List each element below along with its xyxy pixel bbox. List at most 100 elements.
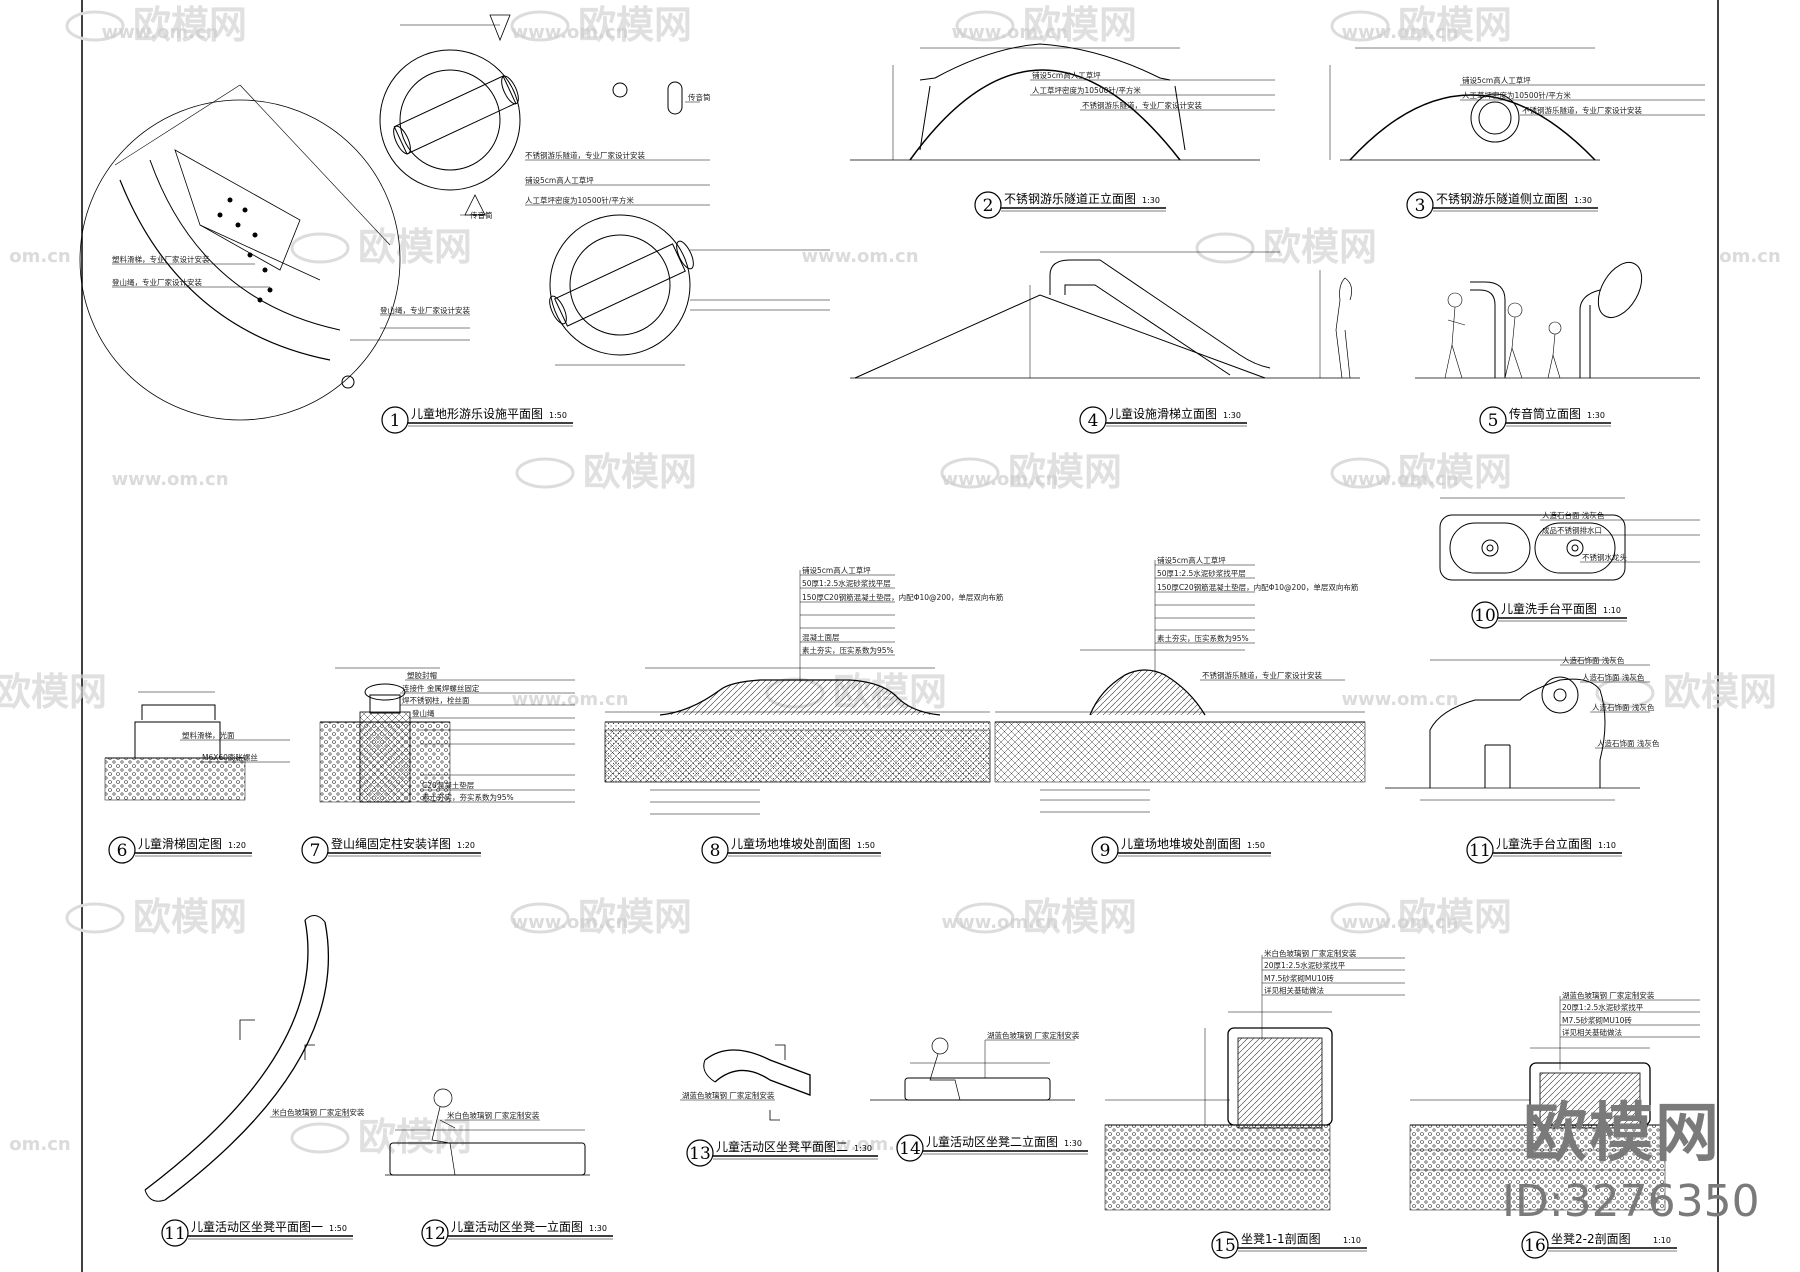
title-scale: 1:30	[1142, 196, 1160, 205]
watermark-brand: 欧模网	[1263, 225, 1377, 269]
title-number-circle	[1211, 1231, 1239, 1259]
drawing-5-talking-tube	[1415, 262, 1700, 379]
title-number-circle	[701, 836, 729, 864]
callout-note: 米白色玻璃钢 厂家定制安装	[1264, 948, 1357, 958]
callout-note: 人造石饰面 浅灰色	[1592, 702, 1655, 712]
title-number: 12	[424, 1224, 446, 1244]
callout-note: 成品不锈钢排水口	[1542, 525, 1602, 535]
callout-note: M7.5砂浆砌MU10砖	[1562, 1015, 1632, 1025]
callout-note: M7.5砂浆砌MU10砖	[1264, 973, 1334, 983]
callout-note: 人工草坪密度为10500针/平方米	[1032, 85, 1141, 95]
callout-note: 湖蓝色玻璃钢 厂家定制安装	[682, 1090, 775, 1100]
callout-note: 混凝土面层	[802, 632, 840, 642]
title-number-circle	[421, 1219, 449, 1247]
watermark-url: www.om.cn	[941, 912, 1058, 933]
callout-note: 150厚C20钢筋混凝土垫层，内配Φ10@200，单层双向布筋	[1157, 582, 1359, 592]
drawing-2-tunnel-front	[850, 43, 1275, 161]
drawing-9-mound-section	[994, 560, 1366, 813]
title-number-circle	[1471, 601, 1499, 629]
drawing-12-bench-elevation	[385, 1088, 590, 1176]
watermark-brand: 欧模网	[578, 3, 692, 47]
title-scale: 1:10	[1343, 1236, 1361, 1245]
title-text: 坐凳1-1剖面图	[1241, 1231, 1321, 1246]
watermark-url: www.om.cn	[801, 1134, 918, 1155]
callout-note: 人工草坪密度为10500针/平方米	[1462, 90, 1571, 100]
watermark-logo-icon	[1595, 677, 1655, 709]
watermark-logo-icon	[510, 902, 570, 934]
watermark-logo-icon	[955, 902, 1015, 934]
title-number-circle	[301, 836, 329, 864]
drawing-16-section	[1409, 996, 1700, 1211]
title-text: 儿童滑梯固定图	[138, 836, 222, 851]
title-number-circle	[381, 406, 409, 434]
callout-note: 登山绳，专业厂家设计安装	[112, 277, 202, 287]
callout-note: 传音筒	[470, 210, 493, 220]
callout-note: 素土夯实，夯实系数为95%	[422, 792, 514, 802]
watermark-logo-icon	[940, 457, 1000, 489]
watermark-logo-icon	[290, 1122, 350, 1154]
brand-id: ID:3276350	[1502, 1176, 1760, 1227]
title-number: 2	[983, 196, 994, 216]
title-number-circle	[1479, 406, 1507, 434]
callout-note: 人工草坪密度为10500针/平方米	[525, 195, 634, 205]
drawing-13-bench-plan	[680, 1044, 811, 1121]
drawing-3-tunnel-side	[1329, 47, 1705, 161]
callout-note: 50厚1:2.5水泥砂浆找平层	[802, 578, 891, 588]
watermark-url: www.om.cn	[1341, 22, 1458, 43]
callout-note: 铺设5cm高人工草坪	[802, 565, 871, 575]
title-number-circle	[1079, 406, 1107, 434]
callout-note: 焊不锈钢柱，栓丝面	[402, 695, 470, 705]
callout-note: 人造石饰面 浅灰色	[1597, 738, 1660, 748]
title-text: 儿童场地堆坡处剖面图	[731, 836, 851, 851]
title-scale: 1:50	[329, 1224, 347, 1233]
watermark-logo-icon	[510, 10, 570, 42]
drawing-11b-bench-plan	[144, 915, 350, 1202]
title-text: 不锈钢游乐隧道正立面图	[1004, 191, 1136, 206]
watermark-brand: 欧模网	[0, 670, 107, 714]
callout-note: 湖蓝色玻璃钢 厂家定制安装	[1562, 990, 1655, 1000]
title-scale: 1:10	[1653, 1236, 1671, 1245]
title-number: 1	[390, 411, 401, 431]
title-number-circle	[896, 1134, 924, 1162]
watermark-logo-icon	[290, 232, 350, 264]
title-scale: 1:50	[1247, 841, 1265, 850]
title-text: 登山绳固定柱安装详图	[331, 836, 451, 851]
callout-note: 人造石台面 浅灰色	[1542, 510, 1605, 520]
watermark-url: www.om.cn	[511, 22, 628, 43]
callout-note: 详见相关基础做法	[1264, 985, 1324, 995]
notes-d3: 铺设5cm高人工草坪人工草坪密度为10500针/平方米不锈钢游乐隧道，专业厂家设…	[1462, 75, 1642, 115]
callout-note: 铺设5cm高人工草坪	[1157, 555, 1226, 565]
callout-note: 登山绳，专业厂家设计安装	[380, 305, 470, 315]
title-text: 儿童活动区坐凳平面图二	[716, 1139, 848, 1154]
title-number: 11	[164, 1224, 186, 1244]
notes-d11b: 米白色玻璃钢 厂家定制安装	[272, 1107, 365, 1117]
drawing-4-slide-elevation	[850, 251, 1360, 379]
watermark-url: www.om.cn	[101, 22, 218, 43]
title-number-circle	[1091, 836, 1119, 864]
callout-note: 塑料滑梯，光面	[182, 730, 235, 740]
watermark-brand: 欧模网	[1023, 895, 1137, 939]
watermark-url: www.om.cn	[1341, 689, 1458, 710]
brand-badge: 欧模网 ID:3276350	[1502, 1082, 1760, 1227]
title-number-circle	[1406, 191, 1434, 219]
drawing-10-basin-plan	[1439, 497, 1700, 581]
title-number-circle	[1466, 836, 1494, 864]
callout-note: 湖蓝色玻璃钢 厂家定制安装	[987, 1030, 1080, 1040]
drawing-6-slide-fixing	[104, 691, 290, 801]
drawing-14-bench-elevation	[870, 1037, 1075, 1101]
callout-note: 铺设5cm高人工草坪	[1462, 75, 1531, 85]
callout-note: 20厚1:2.5水泥砂浆找平	[1264, 960, 1346, 970]
title-number: 13	[689, 1144, 711, 1164]
callout-note: 不锈钢水龙头	[1582, 552, 1627, 562]
drawing-15-section	[1104, 955, 1405, 1211]
